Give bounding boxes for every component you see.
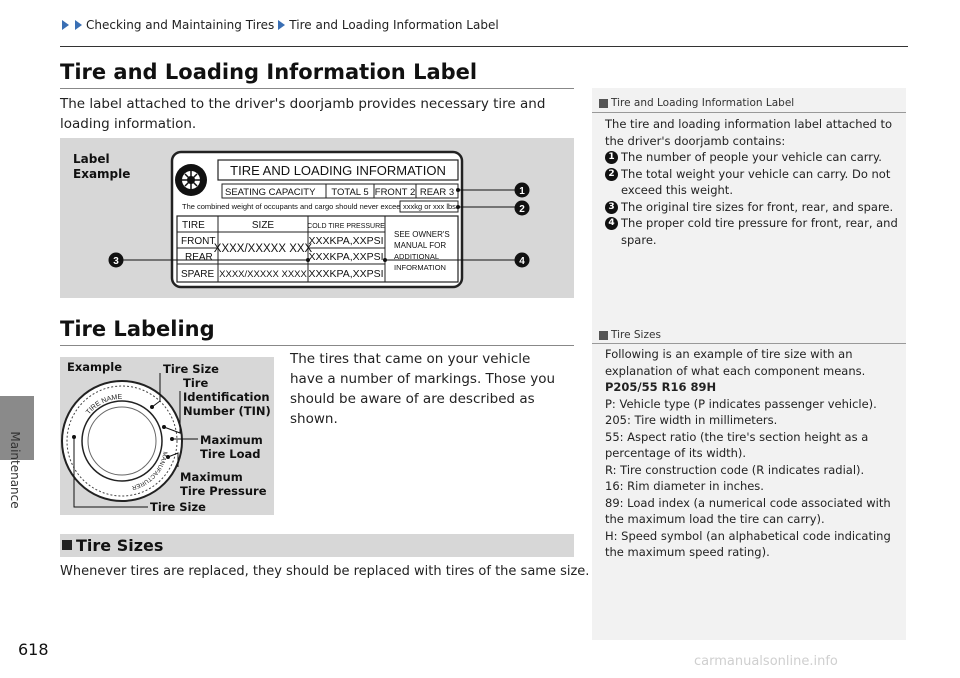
seating-capacity-label: SEATING CAPACITY: [225, 187, 316, 198]
tire-sidewall-illustration: TIRE NAME MANUFACTURER: [61, 373, 198, 508]
header-divider: [60, 46, 908, 47]
breadcrumb-arrow-icon: [62, 20, 69, 30]
section-title: Tire Labeling: [60, 317, 215, 341]
tire-icon: [175, 164, 207, 196]
tire-sizes-heading: Tire Sizes: [60, 534, 574, 557]
label-header: TIRE AND LOADING INFORMATION: [230, 163, 446, 178]
seating-total: TOTAL 5: [331, 187, 368, 198]
callout-1: 1: [519, 186, 525, 197]
col-tire: TIRE: [182, 220, 205, 231]
note-marker-icon: [599, 330, 608, 340]
callout-2: 2: [519, 204, 525, 215]
section-intro: The label attached to the driver's doorj…: [60, 96, 546, 132]
callout-3: 3: [113, 256, 119, 267]
chapter-label: Maintenance: [8, 431, 22, 509]
row-rear: REAR: [185, 252, 213, 263]
owner-note-1: SEE OWNER'S: [394, 230, 450, 239]
note-divider: [592, 343, 906, 344]
tire-size-code: P205/55 R16 89H: [605, 380, 717, 394]
tire-label-illustration: TIRE AND LOADING INFORMATION SEATING CAP…: [108, 150, 530, 289]
max-load-label: Maximum Tire Load: [200, 433, 263, 461]
owner-note-4: INFORMATION: [394, 263, 446, 272]
section-divider: [60, 88, 574, 89]
breadcrumb-arrow-icon: [75, 20, 82, 30]
breadcrumb-arrow-icon: [278, 20, 286, 30]
page-number: 618: [18, 640, 49, 659]
max-pressure-label: Maximum Tire Pressure: [180, 470, 267, 498]
notes-column: [592, 88, 906, 640]
owner-note-3: ADDITIONAL: [394, 252, 439, 261]
size-front-rear: XXXX/XXXXX XXX: [214, 243, 313, 255]
tire-labeling-text: The tires that came on your vehicle have…: [290, 351, 556, 427]
label-example-figure: Label Example TIRE AND LOADING INFORMATI…: [60, 138, 574, 298]
row-spare: SPARE: [181, 269, 214, 280]
figure-caption: Label Example: [73, 152, 131, 181]
note-sizes-body: Following is an example of tire size wit…: [605, 346, 900, 561]
weight-value: xxxkg or xxx lbs.: [403, 202, 458, 211]
tire-example-figure: TIRE NAME MANUFACTURER Example Tire Size…: [60, 357, 274, 515]
seating-rear: REAR 3: [420, 187, 454, 198]
breadcrumb-item[interactable]: Checking and Maintaining Tires: [86, 18, 275, 32]
note-header-sizes: Tire Sizes: [599, 329, 661, 341]
note-header-label: Tire and Loading Information Label: [599, 97, 794, 109]
note-label-body: The tire and loading information label a…: [605, 116, 900, 248]
owner-note-2: MANUAL FOR: [394, 241, 446, 250]
tire-size-label-bottom: Tire Size: [150, 500, 206, 514]
callout-4: 4: [519, 256, 525, 267]
section-title: Tire and Loading Information Label: [60, 60, 478, 84]
tire-sizes-text: Whenever tires are replaced, they should…: [60, 564, 590, 579]
size-spare: XXXX/XXXXX XXXX: [219, 269, 307, 280]
section-divider: [60, 345, 574, 346]
col-size: SIZE: [252, 220, 275, 231]
note-divider: [592, 112, 906, 113]
chapter-tab: [0, 396, 34, 460]
square-bullet-icon: [62, 540, 72, 550]
pressure-spare: XXXKPA,XXPSI: [308, 268, 383, 280]
pressure-front: XXXKPA,XXPSI: [308, 235, 383, 247]
pressure-rear: XXXKPA,XXPSI: [308, 251, 383, 263]
row-front: FRONT: [181, 236, 215, 247]
combined-weight-text: The combined weight of occupants and car…: [182, 202, 405, 211]
seating-front: FRONT 2: [375, 187, 415, 198]
note-marker-icon: [599, 98, 608, 108]
breadcrumb-item-current: Tire and Loading Information Label: [289, 18, 499, 32]
tire-example-caption: Example: [67, 360, 122, 374]
breadcrumb: Checking and Maintaining Tires Tire and …: [60, 18, 499, 32]
col-pressure: COLD TIRE PRESSURE: [307, 223, 385, 230]
tire-size-label-top: Tire Size: [163, 362, 219, 376]
tin-label: Tire Identification Number (TIN): [183, 376, 271, 418]
watermark: carmanualsonline.info: [694, 654, 838, 669]
